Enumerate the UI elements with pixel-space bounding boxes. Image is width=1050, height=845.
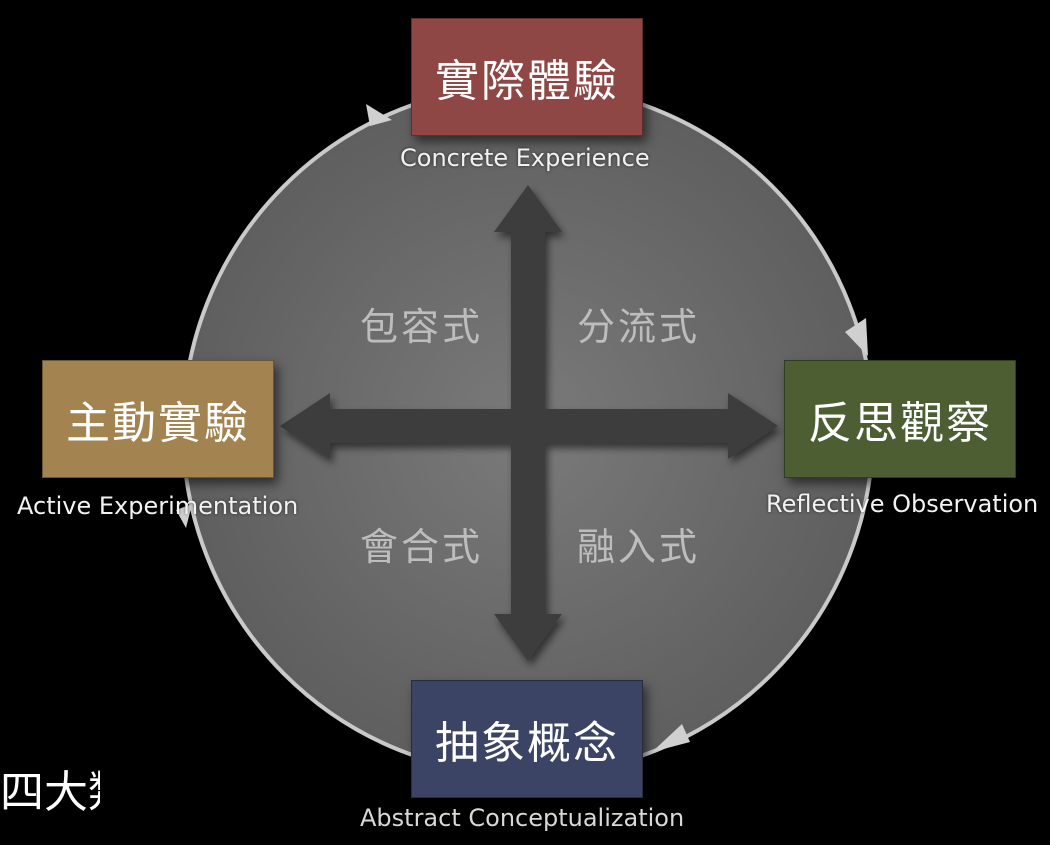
stage-subtitle-active-experimentation: Active Experimentation (17, 492, 299, 520)
stage-box-concrete-experience: 實際體驗 (411, 18, 643, 136)
stage-box-reflective-observation: 反思觀察 (784, 360, 1016, 478)
cycle-arrowhead-left-bottom (176, 504, 192, 528)
quadrant-label-assimilating: 融入式 (577, 525, 701, 569)
quadrant-label-accommodating: 包容式 (360, 305, 484, 349)
cycle-arrowhead-right-top (845, 318, 868, 356)
stage-box-abstract-conceptualization: 抽象概念 (411, 680, 643, 798)
cycle-arrowhead-top-left (366, 104, 392, 126)
quadrant-label-diverging: 分流式 (577, 305, 701, 349)
quadrant-label-converging: 會合式 (360, 525, 484, 569)
stage-box-active-experimentation: 主動實驗 (42, 360, 274, 478)
stage-subtitle-abstract-conceptualization: Abstract Conceptualization (360, 804, 685, 832)
stage-subtitle-reflective-observation: Reflective Observation (766, 490, 1039, 518)
horizontal-double-arrow (280, 393, 778, 459)
cycle-arrowhead-bottom-right (652, 724, 690, 752)
stage-subtitle-concrete-experience: Concrete Experience (400, 144, 650, 172)
corner-caption: 四大類 (0, 767, 100, 818)
